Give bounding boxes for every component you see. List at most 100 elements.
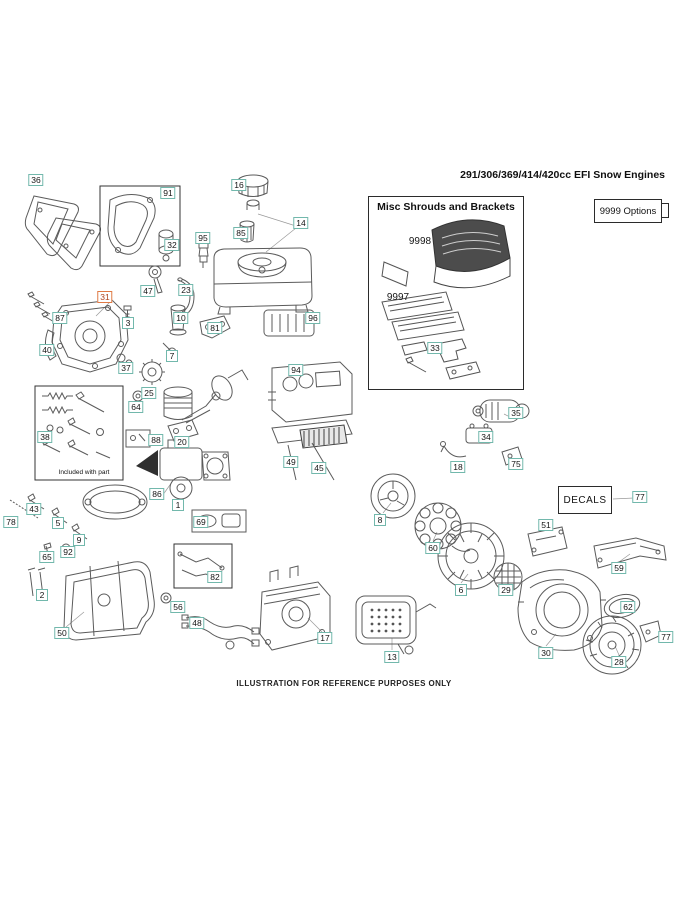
callout-3[interactable]: 3: [122, 317, 134, 329]
panel-9997-drawing: [381, 291, 465, 341]
callout-25[interactable]: 25: [141, 387, 157, 399]
callout-36[interactable]: 36: [28, 174, 44, 186]
callout-81[interactable]: 81: [207, 322, 223, 334]
callout-86[interactable]: 86: [149, 488, 165, 500]
valve-gasket-box-drawing: [99, 185, 181, 267]
callout-32[interactable]: 32: [164, 239, 180, 251]
callout-30[interactable]: 30: [538, 647, 554, 659]
cylinder-head-drawing: [268, 361, 353, 481]
key-parts-drawing: [125, 429, 151, 448]
brackets-33-drawing: [401, 338, 481, 380]
callout-48[interactable]: 48: [189, 617, 205, 629]
callout-34[interactable]: 34: [478, 431, 494, 443]
callout-51[interactable]: 51: [538, 519, 554, 531]
page-title: 291/306/369/414/420cc EFI Snow Engines: [460, 169, 665, 181]
callout-75[interactable]: 75: [508, 458, 524, 470]
callout-43[interactable]: 43: [26, 503, 42, 515]
callout-2[interactable]: 2: [36, 589, 48, 601]
cover-gasket-drawing: [44, 329, 57, 361]
callout-95[interactable]: 95: [195, 232, 211, 244]
callout-56[interactable]: 56: [170, 601, 186, 613]
callout-94[interactable]: 94: [288, 364, 304, 376]
callout-13[interactable]: 13: [384, 651, 400, 663]
spark-plug-drawing: [198, 239, 209, 268]
callout-23[interactable]: 23: [178, 284, 194, 296]
callout-6[interactable]: 6: [455, 584, 467, 596]
belt-cover-drawing: [63, 560, 155, 641]
callout-77[interactable]: 77: [632, 491, 648, 503]
callout-45[interactable]: 45: [311, 462, 327, 474]
included-note: Included with part: [58, 469, 110, 476]
callout-5[interactable]: 5: [52, 517, 64, 529]
callout-16[interactable]: 16: [231, 179, 247, 191]
callout-17[interactable]: 17: [317, 632, 333, 644]
callout-9998[interactable]: 9998: [408, 236, 432, 247]
footer-disclaimer: ILLUSTRATION FOR REFERENCE PURPOSES ONLY: [236, 679, 452, 688]
starter-cable-drawing: [440, 441, 467, 458]
callout-88[interactable]: 88: [148, 434, 164, 446]
plate-20-drawing: [167, 419, 199, 442]
callout-10[interactable]: 10: [173, 312, 189, 324]
callout-77[interactable]: 77: [658, 631, 674, 643]
callout-37[interactable]: 37: [118, 362, 134, 374]
callout-8[interactable]: 8: [374, 514, 386, 526]
options-box-tab: [662, 203, 669, 218]
callout-78[interactable]: 78: [3, 516, 19, 528]
starter-cup-drawing: [370, 473, 416, 519]
decals-box[interactable]: DECALS: [558, 486, 612, 514]
misc-shrouds-box: Misc Shrouds and Brackets: [368, 196, 524, 390]
hardware-kit-box-drawing: [34, 385, 124, 481]
callout-65[interactable]: 65: [39, 551, 55, 563]
callout-40[interactable]: 40: [39, 344, 55, 356]
stator-drawing: [414, 502, 471, 552]
callout-1[interactable]: 1: [172, 499, 184, 511]
callout-49[interactable]: 49: [283, 456, 299, 468]
options-label: 9999 Options: [599, 205, 657, 217]
shroud-9998-drawing: [381, 219, 511, 289]
muffler-drawing: [355, 595, 437, 655]
callout-29[interactable]: 29: [498, 584, 514, 596]
blower-housing-drawing: [517, 569, 606, 651]
flywheel-drawing: [437, 522, 505, 590]
callout-69[interactable]: 69: [193, 516, 209, 528]
callout-47[interactable]: 47: [140, 285, 156, 297]
piston-crank-drawing: [163, 369, 249, 424]
callout-18[interactable]: 18: [450, 461, 466, 473]
oval-gasket-drawing: [82, 484, 148, 520]
linkage-box-drawing: [173, 543, 233, 589]
callout-60[interactable]: 60: [425, 542, 441, 554]
decals-label: DECALS: [563, 494, 607, 506]
callout-91[interactable]: 91: [160, 187, 176, 199]
plate-51-drawing: [527, 526, 568, 557]
callout-14[interactable]: 14: [293, 217, 309, 229]
callout-85[interactable]: 85: [233, 227, 249, 239]
callout-9997[interactable]: 9997: [386, 292, 410, 303]
carburetor-drawing: [136, 439, 231, 500]
callout-7[interactable]: 7: [166, 350, 178, 362]
callout-59[interactable]: 59: [611, 562, 627, 574]
callout-38[interactable]: 38: [37, 431, 53, 443]
callout-62[interactable]: 62: [620, 601, 636, 613]
callout-64[interactable]: 64: [128, 401, 144, 413]
callout-33[interactable]: 33: [427, 342, 443, 354]
callout-20[interactable]: 20: [174, 436, 190, 448]
callout-82[interactable]: 82: [207, 571, 223, 583]
callout-35[interactable]: 35: [508, 407, 524, 419]
gasket-set-drawing: [24, 195, 101, 271]
callout-28[interactable]: 28: [611, 656, 627, 668]
callout-9[interactable]: 9: [73, 534, 85, 546]
callout-31[interactable]: 31: [97, 291, 113, 303]
callout-96[interactable]: 96: [305, 312, 321, 324]
options-box[interactable]: 9999 Options: [594, 199, 662, 223]
dipstick-drawing: [148, 265, 163, 294]
callout-87[interactable]: 87: [52, 312, 68, 324]
bracket-59-drawing: [593, 537, 667, 569]
callout-50[interactable]: 50: [54, 627, 70, 639]
breather-tube-drawing: [177, 277, 195, 316]
crankcase-cover-drawing: [51, 299, 129, 373]
misc-shrouds-label: Misc Shrouds and Brackets: [377, 201, 515, 213]
callout-92[interactable]: 92: [60, 546, 76, 558]
